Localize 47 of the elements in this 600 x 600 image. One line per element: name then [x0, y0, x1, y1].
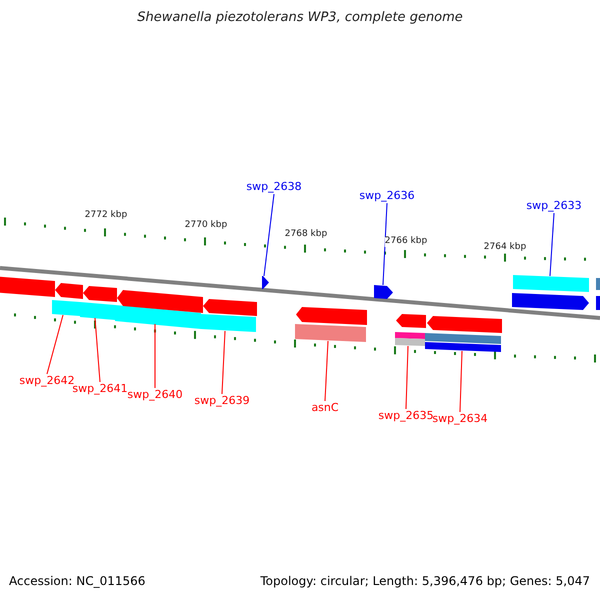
- gene-feature: [262, 276, 269, 289]
- feature-bar: [513, 275, 589, 292]
- leader-line: [550, 212, 554, 276]
- feature-bar: [295, 324, 366, 342]
- leader-line: [154, 324, 156, 388]
- leader-line: [94, 318, 100, 382]
- gene-feature: [296, 307, 367, 325]
- leader-line: [382, 202, 388, 286]
- gene-feature: [83, 286, 117, 302]
- gene-feature: [374, 285, 393, 299]
- gene-label: swp_2634: [432, 413, 488, 426]
- gene-label: swp_2638: [246, 181, 302, 194]
- genome-title: Shewanella piezotolerans WP3, complete genome: [137, 11, 463, 26]
- feature-bar: [395, 338, 425, 346]
- gene-label: swp_2641: [72, 383, 128, 396]
- feature-bar: [80, 302, 115, 320]
- gene-label: swp_2639: [194, 395, 250, 408]
- leader-line: [264, 194, 274, 276]
- scale-label: 2764 kbp: [484, 243, 526, 253]
- feature-bar: [596, 278, 600, 290]
- leader-line: [406, 346, 408, 410]
- scale-label: 2770 kbp: [184, 221, 228, 231]
- feature-bar: [201, 314, 256, 332]
- gene-feature: [55, 283, 83, 299]
- gene-label: swp_2636: [359, 190, 415, 202]
- feature-bar: [425, 342, 501, 352]
- accession-text: Accession: NC_011566: [9, 575, 146, 588]
- scale-label: 2766 kbp: [384, 237, 428, 247]
- leader-line: [46, 314, 64, 374]
- leader-line: [324, 340, 328, 402]
- scale-label: 2768 kbp: [284, 230, 328, 240]
- leader-line: [222, 330, 226, 394]
- feature-bar: [425, 333, 501, 344]
- feature-bar: [52, 300, 80, 316]
- gene-label: swp_2640: [127, 389, 183, 402]
- gene-label: swp_2633: [526, 200, 582, 212]
- feature-bar: [596, 296, 600, 310]
- feature-bar: [395, 332, 425, 339]
- gene-label: asnC: [311, 402, 339, 414]
- gene-feature: [396, 314, 426, 328]
- gene-feature: [203, 299, 257, 316]
- gene-feature: [512, 293, 589, 310]
- leader-line: [460, 350, 462, 412]
- scale-label: 2772 kbp: [84, 211, 128, 221]
- gene-label: swp_2642: [19, 375, 75, 388]
- gene-label: swp_2635: [378, 410, 434, 422]
- genome-info-text: Topology: circular; Length: 5,396,476 bp; Genes: 5,047: [260, 575, 590, 588]
